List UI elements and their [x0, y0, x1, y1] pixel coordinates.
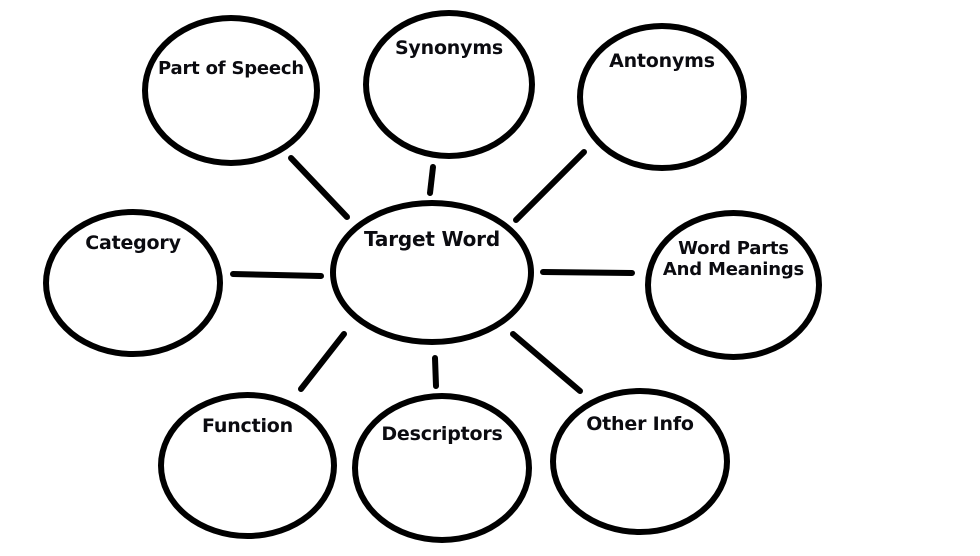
node-word-parts-and-meanings: Word Parts And Meanings [645, 210, 822, 360]
node-label: Descriptors [381, 423, 503, 445]
node-label: Part of Speech [157, 58, 305, 79]
node-label: Antonyms [609, 50, 715, 72]
node-other-info: Other Info [550, 388, 730, 535]
connector-category [230, 271, 324, 279]
node-target-word: Target Word [330, 200, 534, 345]
node-function: Function [158, 392, 337, 539]
connector-antonyms [513, 149, 587, 223]
node-label: Word Parts And Meanings [662, 238, 805, 280]
node-descriptors: Descriptors [352, 393, 532, 543]
node-label: Synonyms [394, 37, 504, 59]
node-part-of-speech: Part of Speech [142, 15, 320, 166]
node-label: Other Info [586, 413, 694, 435]
connector-function [298, 331, 347, 392]
connector-descriptors [432, 355, 439, 389]
node-label: Target Word [364, 227, 500, 251]
connector-other-info [510, 331, 583, 394]
node-label: Function [202, 415, 293, 437]
connector-part-of-speech [288, 155, 350, 220]
node-label: Category [85, 232, 181, 254]
node-category: Category [43, 209, 223, 357]
node-antonyms: Antonyms [577, 23, 747, 171]
connector-synonyms [427, 164, 436, 196]
connector-word-parts [540, 269, 635, 276]
node-synonyms: Synonyms [363, 10, 535, 159]
